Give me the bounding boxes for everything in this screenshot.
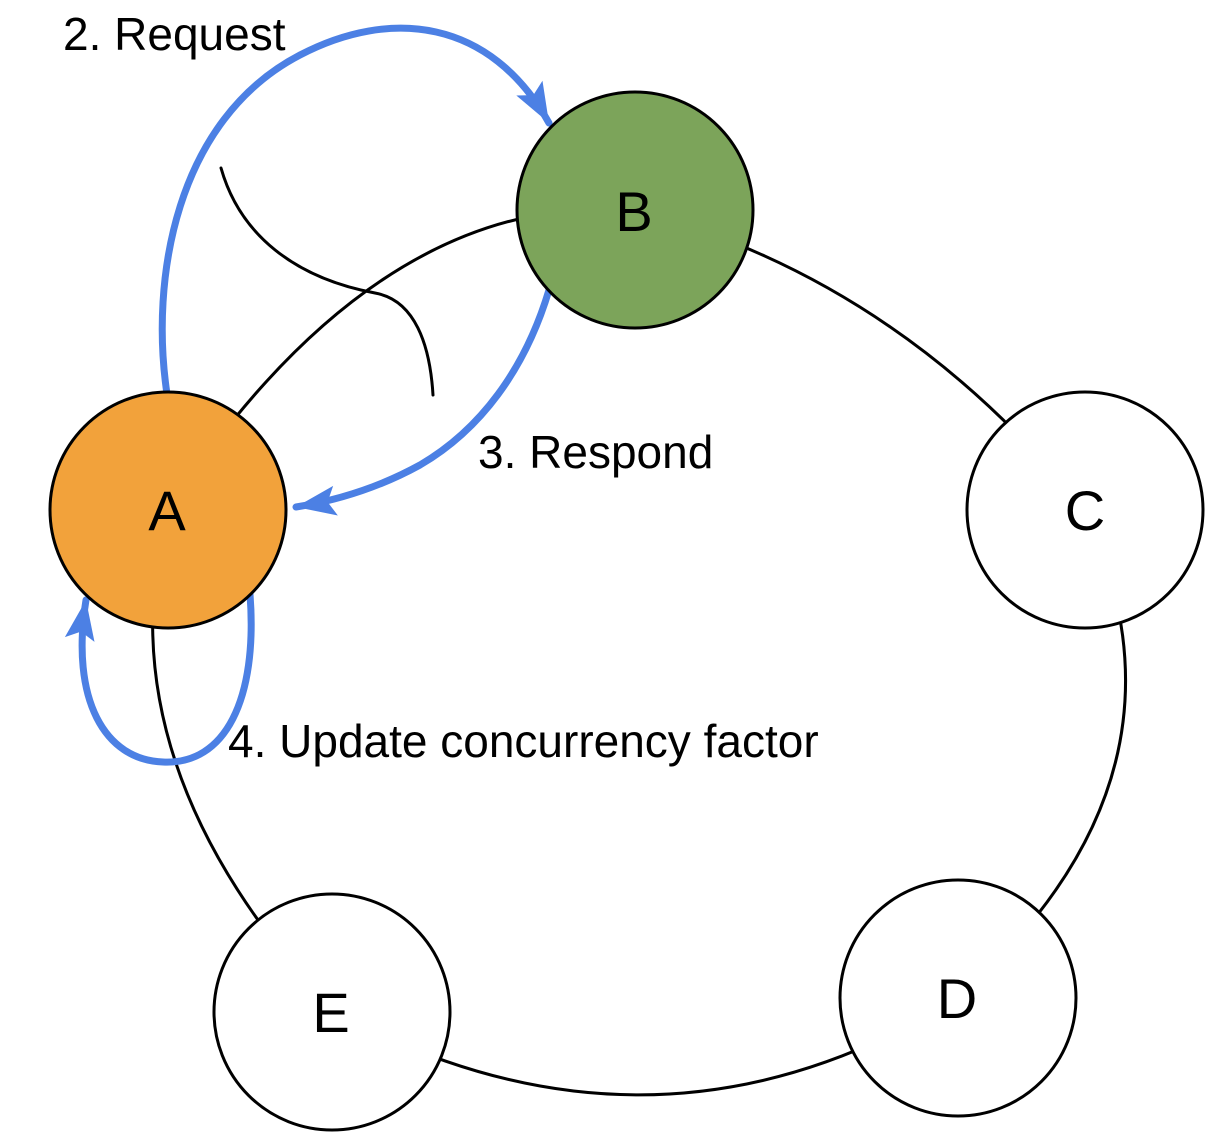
update-self-loop-arrow (64, 590, 255, 766)
node-c-circle (965, 390, 1205, 630)
node-e-circle (212, 892, 452, 1132)
update-label: 4. Update concurrency factor (228, 715, 819, 767)
node-e: E (212, 892, 452, 1132)
request-label: 2. Request (63, 8, 286, 60)
node-a-circle (48, 390, 288, 630)
request-arrow (158, 24, 553, 398)
node-c: C (965, 390, 1205, 630)
node-b: B (515, 90, 755, 330)
node-a-label: A (148, 479, 186, 542)
node-d-label: D (937, 967, 977, 1030)
respond-arrow (292, 286, 553, 516)
node-c-label: C (1065, 479, 1105, 542)
flow-arrows (64, 24, 553, 766)
node-b-circle (515, 90, 755, 330)
node-b-label: B (615, 180, 652, 243)
node-a: A (48, 390, 288, 630)
node-d-circle (838, 878, 1078, 1118)
node-d: D (838, 878, 1078, 1118)
annotations: 2. Request 3. Respond 4. Update concurre… (63, 8, 819, 767)
stray-curve (219, 166, 435, 397)
node-e-label: E (312, 981, 349, 1044)
respond-label: 3. Respond (478, 426, 713, 478)
